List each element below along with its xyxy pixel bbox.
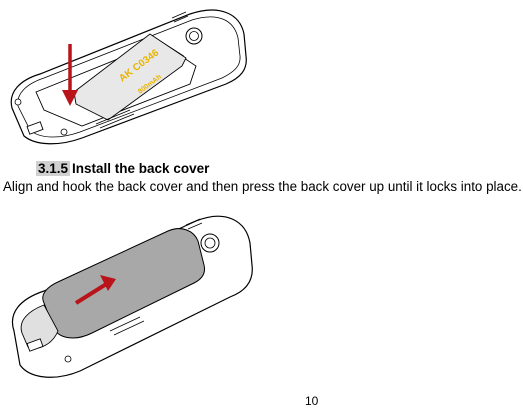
- screw-hole-bottom: [64, 355, 72, 363]
- screw-hole-bottom: [60, 128, 68, 136]
- side-keys: [95, 109, 135, 129]
- side-keys: [109, 316, 145, 336]
- back-cover: [42, 228, 205, 339]
- usb-connector: [26, 121, 44, 135]
- phone-body-inner-outline: [17, 16, 241, 138]
- speaker-slots: [185, 218, 203, 230]
- camera-lens: [200, 233, 220, 253]
- back-cover-illustration: [11, 215, 253, 378]
- slide-arrow-head: [100, 275, 116, 291]
- battery-edge-hatching: [149, 33, 187, 59]
- instruction-text: Align and hook the back cover and then p…: [3, 179, 522, 194]
- slide-arrow-shaft: [74, 281, 110, 305]
- camera-lens: [185, 27, 203, 45]
- camera-lens-inner: [189, 31, 199, 41]
- section-number: 3.1.5: [36, 161, 71, 176]
- camera-lens-inner: [204, 237, 216, 249]
- section-title: Install the back cover: [72, 161, 210, 176]
- usb-connector: [26, 338, 44, 352]
- page-number: 10: [305, 394, 319, 408]
- battery-installed-illustration: AK C0346 800mAh: [10, 9, 247, 145]
- insert-arrow-head: [62, 90, 78, 106]
- screw-hole-left: [14, 98, 22, 106]
- speaker-slots: [171, 11, 189, 23]
